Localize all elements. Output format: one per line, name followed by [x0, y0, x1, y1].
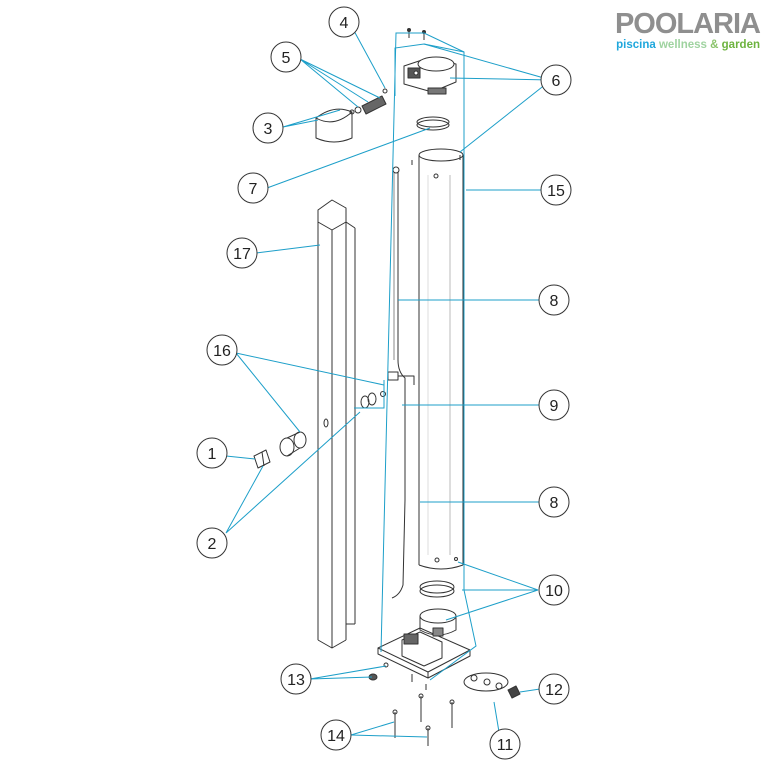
callout-label: 9 [550, 398, 559, 415]
callout-9: 9 [538, 389, 570, 421]
callout-label: 2 [208, 536, 217, 553]
callout-7: 7 [237, 172, 269, 204]
tagline-garden: garden [721, 39, 760, 51]
callouts: 1 2 3 4 5 6 7 8 [196, 6, 572, 760]
callout-label: 8 [550, 293, 559, 310]
callout-11: 11 [489, 728, 521, 760]
flexible-hose [391, 166, 406, 599]
valve-parts [360, 391, 386, 409]
callout-10: 10 [538, 574, 570, 606]
shower-column-body [418, 148, 464, 570]
callout-label: 7 [249, 181, 258, 198]
bottom-screw [454, 557, 458, 561]
callout-16: 16 [206, 334, 238, 366]
callout-8-upper: 8 [538, 284, 570, 316]
callout-13: 13 [280, 663, 312, 695]
side-knob [253, 449, 271, 469]
small-fitting [382, 88, 388, 94]
column-base [377, 608, 471, 679]
anchor-bolts [392, 674, 455, 746]
side-cover-panel [317, 199, 356, 649]
callout-6: 6 [540, 64, 572, 96]
connector-plate [463, 672, 509, 692]
callout-14: 14 [320, 719, 352, 751]
leader-lines [225, 28, 552, 745]
callout-label: 13 [287, 672, 305, 689]
callout-15: 15 [540, 174, 572, 206]
callout-17: 17 [226, 237, 258, 269]
tagline-wellness: wellness [658, 39, 707, 51]
callout-label: 15 [547, 183, 565, 200]
top-ring-seal [416, 116, 450, 131]
brand-tagline: piscina wellness & garden [616, 38, 760, 52]
tagline-amp: & [710, 39, 719, 51]
parts-drawing [253, 28, 521, 746]
callout-label: 16 [213, 343, 231, 360]
end-connector [507, 685, 521, 699]
callout-label: 1 [208, 446, 217, 463]
callout-label: 4 [340, 15, 349, 32]
callout-2: 2 [196, 527, 228, 559]
callout-label: 17 [233, 246, 251, 263]
callout-12: 12 [538, 673, 570, 705]
bottom-ring-seal [419, 580, 455, 598]
callout-label: 8 [550, 495, 559, 512]
side-bushing [279, 431, 307, 457]
callout-3: 3 [252, 112, 284, 144]
callout-label: 10 [545, 583, 563, 600]
brand-name: POOLARIA [614, 8, 761, 40]
callout-label: 11 [497, 737, 514, 754]
callout-1: 1 [196, 437, 228, 469]
callout-label: 5 [282, 50, 291, 67]
callout-4: 4 [328, 6, 360, 38]
top-head-unit [403, 56, 457, 95]
top-screws [407, 28, 461, 165]
callout-8-lower: 8 [538, 486, 570, 518]
callout-label: 6 [552, 73, 561, 90]
shower-head-cap [315, 108, 353, 143]
callout-5: 5 [270, 41, 302, 73]
poolaria-logo: POOLARIA piscina wellness & garden [614, 8, 764, 52]
tagline-piscina: piscina [616, 39, 656, 51]
callout-label: 14 [327, 728, 345, 745]
callout-label: 12 [545, 682, 563, 699]
callout-label: 3 [264, 121, 273, 138]
